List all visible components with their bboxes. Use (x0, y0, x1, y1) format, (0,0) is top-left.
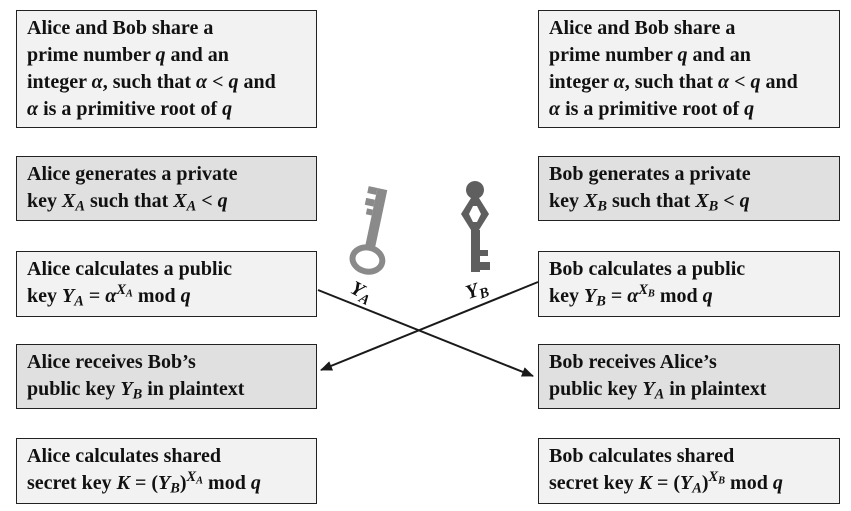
alice-public-key-box: Alice calculates a public key YA = αXA m… (16, 251, 317, 317)
text-line: key YB = αXB mod q (549, 282, 713, 310)
alice-receive-box: Alice receives Bob’s public key YB in pl… (16, 344, 317, 409)
text-line: Bob generates a private (549, 163, 751, 185)
text-line: prime number q and an (549, 44, 751, 66)
text-line: key XA such that XA < q (27, 190, 228, 215)
alice-private-key-box: Alice generates a private key XA such th… (16, 156, 317, 221)
text-line: Alice and Bob share a (549, 17, 736, 39)
bob-shared-secret-box: Bob calculates shared secret key K = (YA… (538, 438, 840, 504)
bob-private-key-box: Bob generates a private key XB such that… (538, 156, 840, 221)
alice-shared-params-box: Alice and Bob share a prime number q and… (16, 10, 317, 128)
arrow-bob-to-alice (320, 281, 539, 371)
text-line: α is a primitive root of q (549, 98, 755, 120)
key-icon (461, 180, 490, 272)
bob-public-key-box: Bob calculates a public key YB = αXB mod… (538, 251, 840, 317)
text-line: integer α, such that α < q and (549, 71, 798, 93)
bob-shared-params-box: Alice and Bob share a prime number q and… (538, 10, 840, 128)
text-line: key YA = αXA mod q (27, 282, 191, 310)
bob-receive-box: Bob receives Alice’s public key YA in pl… (538, 344, 840, 409)
text-line: Alice and Bob share a (27, 17, 214, 39)
text-line: Alice calculates shared (27, 445, 222, 467)
text-line: Bob calculates shared (549, 445, 735, 467)
text-line: α is a primitive root of q (27, 98, 233, 120)
text-line: secret key K = (YB)XA mod q (27, 469, 261, 497)
text-line: integer α, such that α < q and (27, 71, 276, 93)
text-line: secret key K = (YA)XB mod q (549, 469, 783, 497)
text-line: public key YB in plaintext (27, 378, 245, 403)
key-icon (349, 186, 388, 275)
text-line: Bob calculates a public (549, 258, 746, 280)
text-line: Alice calculates a public (27, 258, 232, 280)
text-line: prime number q and an (27, 44, 229, 66)
text-line: key XB such that XB < q (549, 190, 750, 215)
text-line: Alice receives Bob’s (27, 351, 196, 373)
text-line: Bob receives Alice’s (549, 351, 717, 373)
arrow-alice-to-bob (317, 289, 534, 377)
text-line: Alice generates a private (27, 163, 238, 185)
text-line: public key YA in plaintext (549, 378, 767, 403)
alice-shared-secret-box: Alice calculates shared secret key K = (… (16, 438, 317, 504)
